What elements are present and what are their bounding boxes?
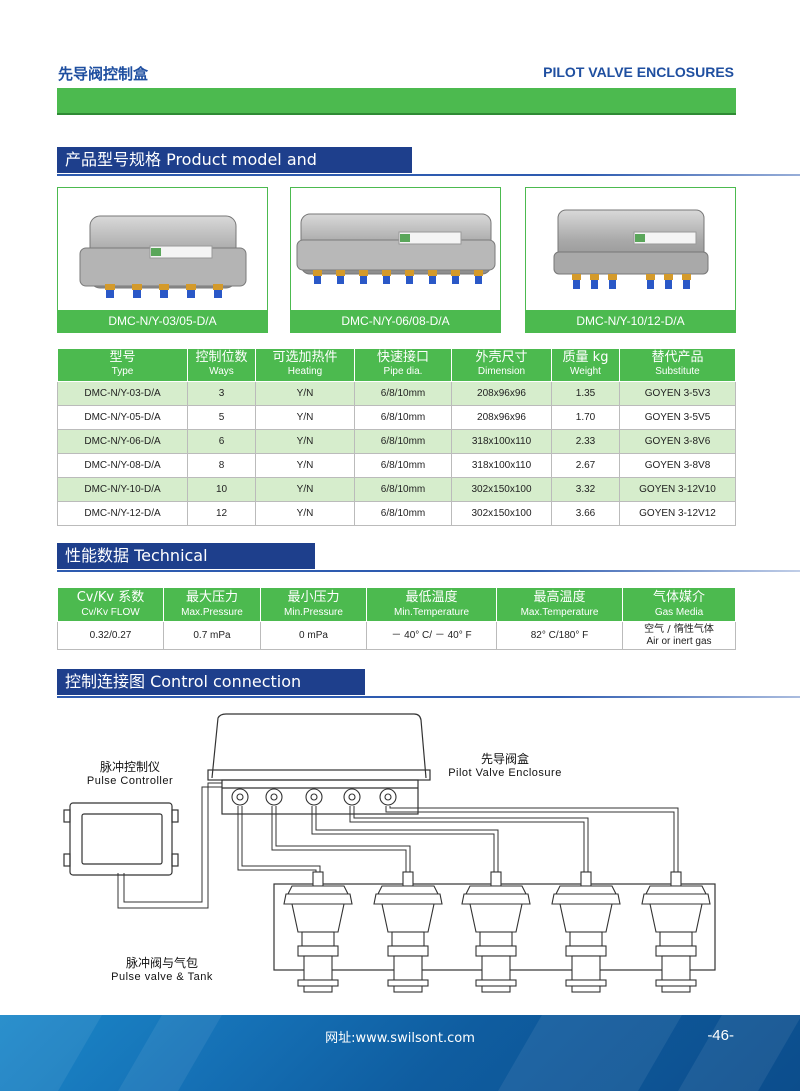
- cell: DMC-N/Y-12-D/A: [57, 501, 188, 526]
- cell: DMC-N/Y-06-D/A: [57, 429, 188, 454]
- header-green-bar: [57, 88, 736, 115]
- cell: 302x150x100: [451, 477, 552, 502]
- cell: Y/N: [255, 477, 355, 502]
- cell: GOYEN 3-8V6: [619, 429, 736, 454]
- product-caption: DMC-N/Y-10/12-D/A: [526, 310, 735, 332]
- cell: 8: [187, 453, 256, 478]
- cell: 208x96x96: [451, 405, 552, 430]
- cell: 3.32: [551, 477, 620, 502]
- enclosure-large-image: [553, 209, 709, 289]
- cell: 6/8/10mm: [354, 501, 452, 526]
- cell: 1.70: [551, 405, 620, 430]
- cell: 0 mPa: [260, 621, 367, 650]
- cell: Y/N: [255, 381, 355, 406]
- cell: 1.35: [551, 381, 620, 406]
- section-title-technical: 性能数据 Technical specification: [57, 543, 800, 591]
- page-number: -46-: [707, 1027, 734, 1044]
- page-footer: 网址:www.swilsont.com -46-: [0, 1015, 800, 1091]
- cell: DMC-N/Y-08-D/A: [57, 453, 188, 478]
- cell: 302x150x100: [451, 501, 552, 526]
- cell: 208x96x96: [451, 381, 552, 406]
- cell: 6/8/10mm: [354, 405, 452, 430]
- enclosure-outline: [211, 713, 427, 779]
- cell: 3.66: [551, 501, 620, 526]
- cell: Y/N: [255, 405, 355, 430]
- cell: GOYEN 3-8V8: [619, 453, 736, 478]
- cell: 10: [187, 477, 256, 502]
- cell: 2.67: [551, 453, 620, 478]
- cell: DMC-N/Y-10-D/A: [57, 477, 188, 502]
- page-title-cn: 先导阀控制盒: [58, 65, 149, 83]
- website-url[interactable]: 网址:www.swilsont.com: [325, 1031, 475, 1046]
- page-title-en: PILOT VALVE ENCLOSURES: [543, 64, 734, 80]
- cell: 318x100x110: [451, 429, 552, 454]
- product-card-3: DMC-N/Y-10/12-D/A: [525, 187, 736, 333]
- cell: DMC-N/Y-05-D/A: [57, 405, 188, 430]
- cell: Y/N: [255, 429, 355, 454]
- cell: GOYEN 3-5V5: [619, 405, 736, 430]
- product-card-2: DMC-N/Y-06/08-D/A: [290, 187, 501, 333]
- cell: DMC-N/Y-03-D/A: [57, 381, 188, 406]
- cell: GOYEN 3-5V3: [619, 381, 736, 406]
- cell: 82° C/180° F: [496, 621, 623, 650]
- cell: 5: [187, 405, 256, 430]
- cell: 318x100x110: [451, 453, 552, 478]
- cell: 6/8/10mm: [354, 477, 452, 502]
- cell: Y/N: [255, 501, 355, 526]
- cell: 0.7 mPa: [163, 621, 261, 650]
- cell: 0.32/0.27: [57, 621, 164, 650]
- table-row: 0.32/0.27 0.7 mPa 0 mPa － 40° C/ － 40° F…: [57, 621, 736, 650]
- cell: 12: [187, 501, 256, 526]
- cell: 6/8/10mm: [354, 429, 452, 454]
- cell: GOYEN 3-12V12: [619, 501, 736, 526]
- cell: 2.33: [551, 429, 620, 454]
- section-title-diagram: 控制连接图 Control connection diagram: [57, 669, 800, 717]
- product-caption: DMC-N/Y-06/08-D/A: [291, 310, 500, 332]
- enclosure-medium-image: [296, 213, 496, 284]
- cell: 3: [187, 381, 256, 406]
- product-caption: DMC-N/Y-03/05-D/A: [58, 310, 267, 332]
- cell: Y/N: [255, 453, 355, 478]
- cell: 6/8/10mm: [354, 381, 452, 406]
- section-title-product: 产品型号规格 Product model and specification: [57, 147, 800, 195]
- product-card-1: DMC-N/Y-03/05-D/A: [57, 187, 268, 333]
- cell: 6/8/10mm: [354, 453, 452, 478]
- cell: GOYEN 3-12V10: [619, 477, 736, 502]
- cell: － 40° C/ － 40° F: [366, 621, 497, 650]
- cell: 6: [187, 429, 256, 454]
- pulse-controller-drawing: [63, 802, 179, 876]
- enclosure-small-image: [79, 215, 247, 298]
- control-connection-diagram: [63, 713, 716, 993]
